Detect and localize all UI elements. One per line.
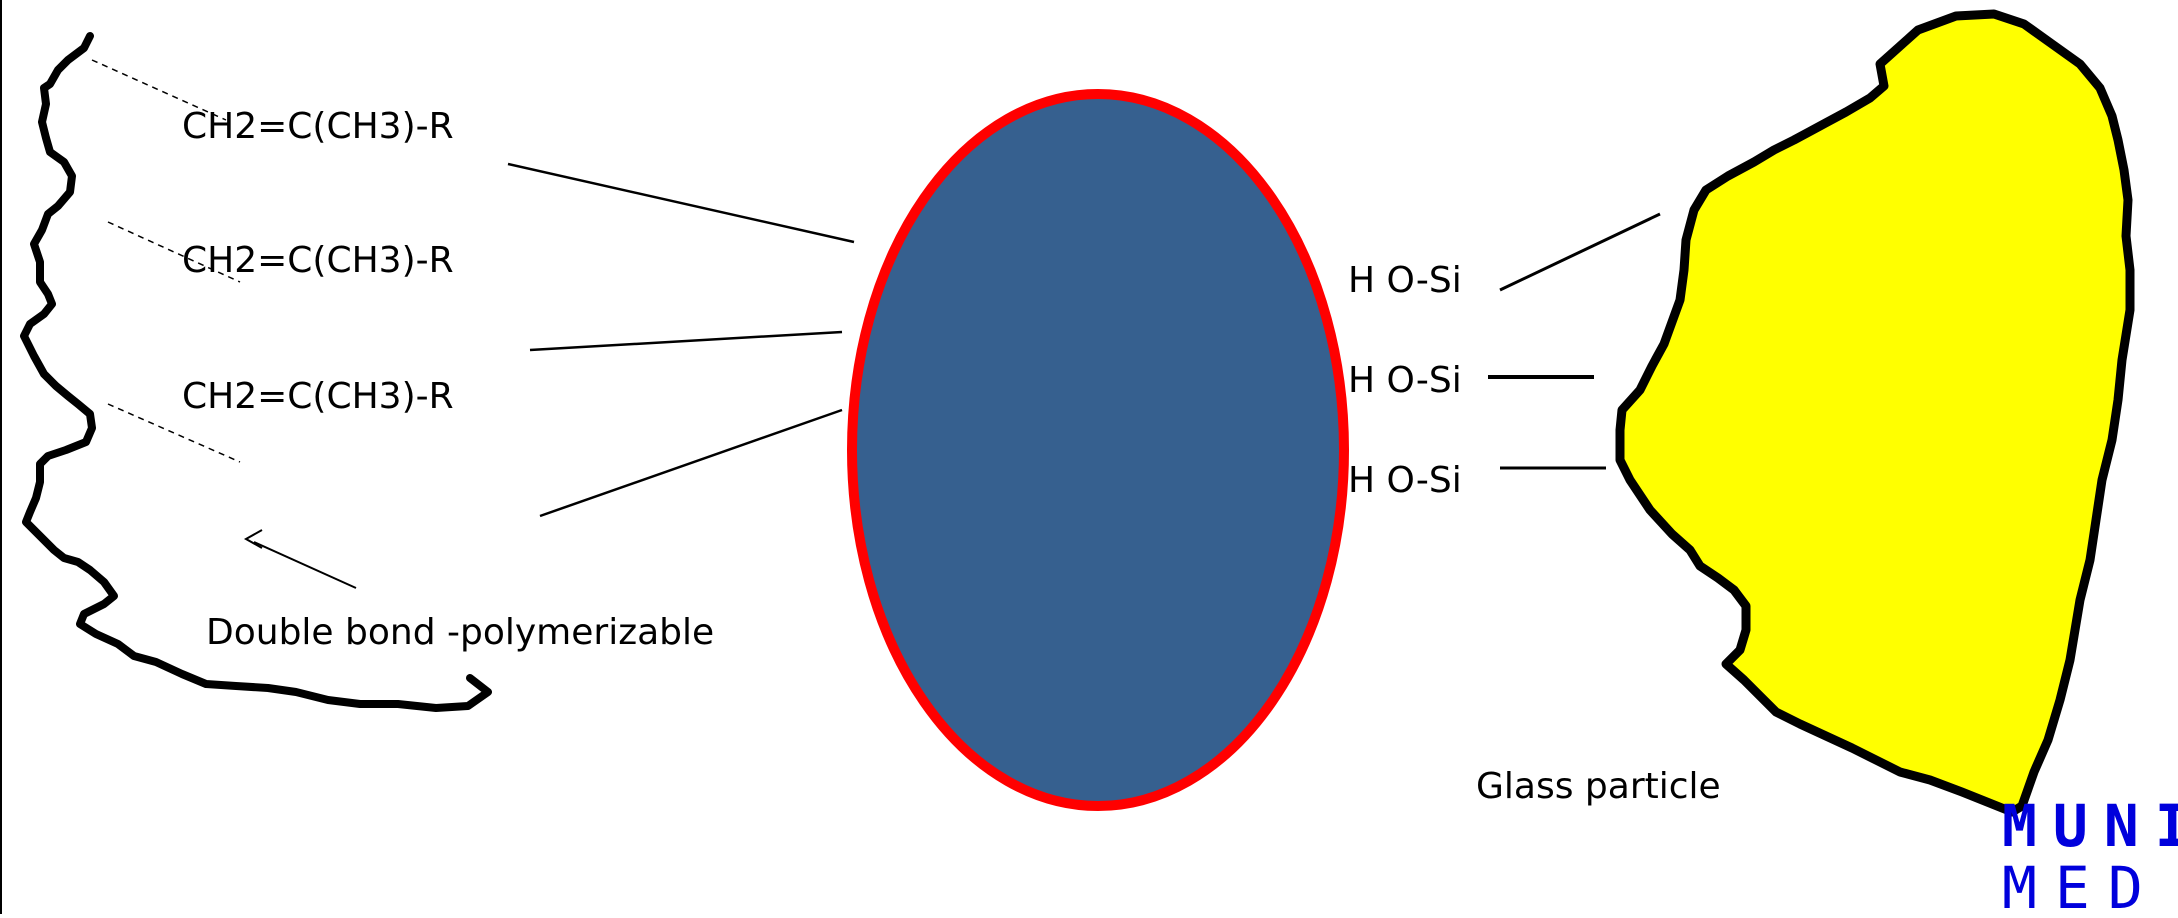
dashed-leader-3: [107, 403, 241, 463]
polymer-chain: [20, 32, 492, 712]
double-bond-arrow: [253, 541, 357, 589]
monomer-label-2: CH2=C(CH3)-R: [182, 240, 454, 281]
silanol-label-3: H O-Si: [1348, 460, 1462, 501]
connector-line-1: [507, 162, 855, 244]
connector-line-3: [539, 408, 843, 518]
logo-line-1: MUNI: [2002, 792, 2178, 860]
silane-molecule: [847, 89, 1349, 811]
dashed-leader-2: [107, 221, 241, 283]
silanol-label-1: H O-Si: [1348, 260, 1462, 301]
logo-line-2: MED: [2002, 854, 2161, 914]
silanol-label-2: H O-Si: [1348, 360, 1462, 401]
connector-line-2: [529, 330, 843, 352]
double-bond-label: Double bond -polymerizable: [206, 612, 714, 653]
monomer-label-1: CH2=C(CH3)-R: [182, 106, 454, 147]
glass-particle-label: Glass particle: [1476, 766, 1721, 807]
silanol-bond-1: [1499, 212, 1661, 292]
monomer-label-3: CH2=C(CH3)-R: [182, 376, 454, 417]
muni-med-logo: MUNI MED: [2002, 792, 2178, 918]
dashed-leader-1: [91, 59, 227, 121]
arrow-head-icon: [243, 529, 263, 549]
glass-particle: [1615, 9, 2135, 817]
